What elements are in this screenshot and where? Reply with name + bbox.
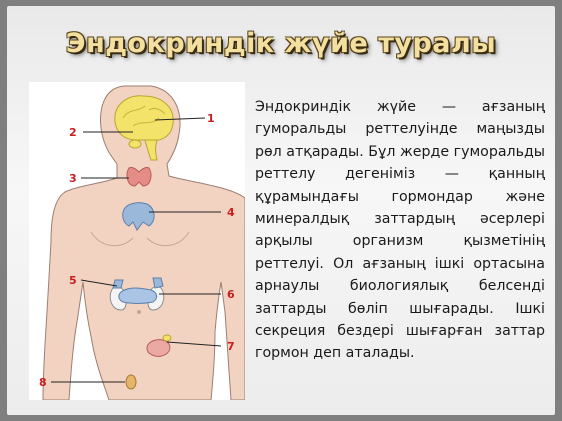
diagram-label-8: 8 bbox=[39, 376, 47, 389]
diagram-label-3: 3 bbox=[69, 172, 77, 185]
navel bbox=[137, 310, 141, 314]
brain bbox=[114, 95, 174, 141]
body-silhouette bbox=[42, 85, 245, 400]
diagram-label-4: 4 bbox=[227, 206, 235, 219]
pancreas bbox=[118, 287, 158, 304]
diagram-label-5: 5 bbox=[69, 274, 77, 287]
diagram-label-1: 1 bbox=[207, 112, 215, 125]
chest-contour bbox=[146, 231, 190, 247]
diagram-label-6: 6 bbox=[227, 288, 235, 301]
endocrine-diagram: 1 2 3 4 5 6 7 8 bbox=[29, 82, 245, 400]
slide-title: Эндокриндік жүйе туралы bbox=[65, 28, 497, 59]
diagram-label-7: 7 bbox=[227, 340, 235, 353]
uterus bbox=[146, 339, 171, 357]
label-line-1 bbox=[154, 117, 206, 121]
pituitary-gland bbox=[128, 139, 142, 149]
chest-contour bbox=[90, 231, 134, 247]
left-adrenal-gland bbox=[112, 279, 124, 289]
description-text: Эндокриндік жүйе — ағзаның гуморальды ре… bbox=[255, 99, 545, 362]
label-line-7 bbox=[166, 341, 222, 347]
label-line-5 bbox=[80, 279, 118, 287]
slide: Эндокриндік жүйе туралы bbox=[7, 6, 555, 415]
testis bbox=[125, 374, 137, 390]
thyroid-gland bbox=[126, 167, 152, 187]
right-adrenal-gland bbox=[152, 277, 164, 289]
thymus-gland bbox=[122, 202, 155, 231]
ovary bbox=[162, 334, 172, 342]
diagram-label-2: 2 bbox=[69, 126, 77, 139]
endocrine-diagram-svg: 1 2 3 4 5 6 7 8 bbox=[39, 85, 245, 400]
brainstem bbox=[144, 139, 158, 161]
